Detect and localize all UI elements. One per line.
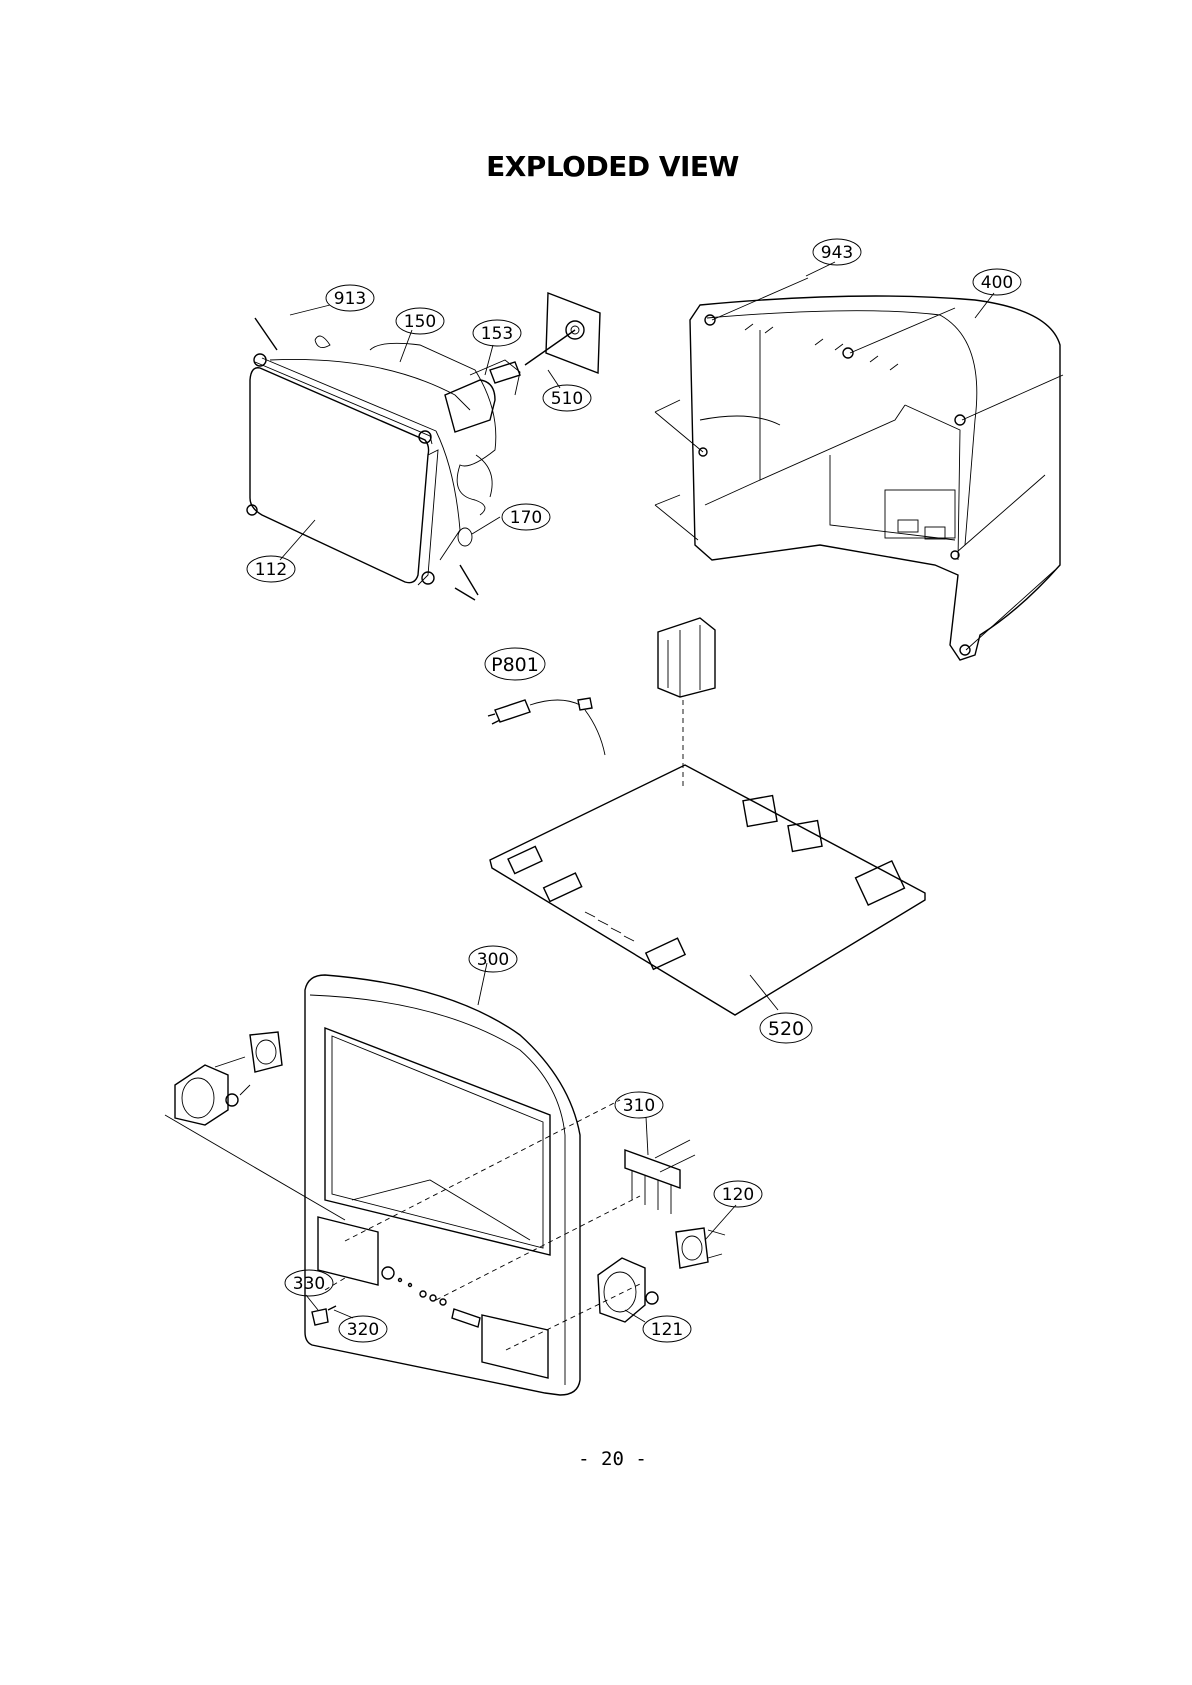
back-cover-drawing xyxy=(655,278,1063,660)
callout-330-label: 330 xyxy=(293,1274,325,1294)
callout-913: 913 xyxy=(326,285,374,311)
callout-150-label: 150 xyxy=(404,312,436,332)
callout-120: 120 xyxy=(714,1181,762,1207)
callout-300: 300 xyxy=(469,946,517,972)
callout-520-label: 520 xyxy=(768,1018,804,1040)
flyback-transformer-drawing xyxy=(658,618,715,790)
right-speaker-drawing xyxy=(598,1228,725,1322)
callout-121-label: 121 xyxy=(651,1320,683,1340)
power-cord-drawing xyxy=(488,698,605,755)
callout-153: 153 xyxy=(473,320,521,346)
callout-170-label: 170 xyxy=(510,508,542,528)
callout-943-label: 943 xyxy=(821,243,853,263)
callout-400-label: 400 xyxy=(981,273,1013,293)
power-knob-drawing xyxy=(312,1306,336,1325)
callout-300-label: 300 xyxy=(477,950,509,970)
callout-121: 121 xyxy=(643,1316,691,1342)
page-number: - 20 - xyxy=(0,1448,1192,1470)
callout-913-label: 913 xyxy=(334,289,366,309)
callout-943: 943 xyxy=(813,239,861,265)
left-speaker-drawing xyxy=(165,1032,345,1220)
callout-310-label: 310 xyxy=(623,1096,655,1116)
callout-112-label: 112 xyxy=(255,560,287,580)
callout-153-label: 153 xyxy=(481,324,513,344)
callout-510-label: 510 xyxy=(551,389,583,409)
picture-tube-drawing xyxy=(247,318,520,600)
callout-170: 170 xyxy=(502,504,550,530)
callout-320: 320 xyxy=(339,1316,387,1342)
callout-leaders xyxy=(280,262,994,1322)
callout-520: 520 xyxy=(760,1013,812,1043)
callout-400: 400 xyxy=(973,269,1021,295)
callout-p801-label: P801 xyxy=(491,654,539,676)
callout-120-label: 120 xyxy=(722,1185,754,1205)
callout-330: 330 xyxy=(285,1270,333,1296)
callout-p801: P801 xyxy=(485,648,545,680)
callout-150: 150 xyxy=(396,308,444,334)
crt-socket-board-drawing xyxy=(525,293,600,373)
callout-310: 310 xyxy=(615,1092,663,1118)
control-bracket-drawing xyxy=(625,1140,695,1214)
callout-112: 112 xyxy=(247,556,295,582)
callout-320-label: 320 xyxy=(347,1320,379,1340)
callout-510: 510 xyxy=(543,385,591,411)
main-pcb-drawing xyxy=(490,765,925,1015)
